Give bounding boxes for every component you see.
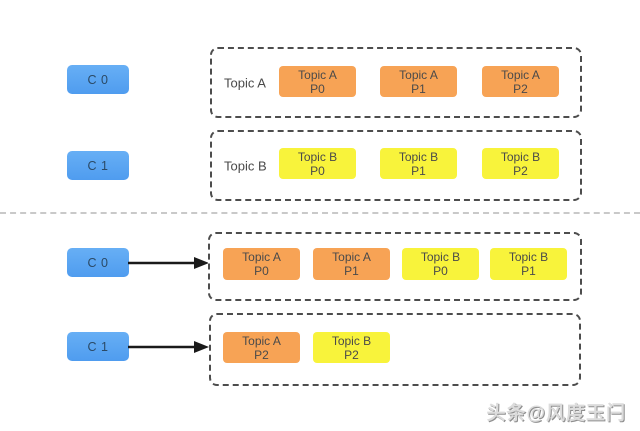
partition-topic-a-p0-assigned: Topic A P0 [223, 248, 300, 280]
partition-title: Topic A [242, 250, 281, 264]
partition-title: Topic A [501, 67, 540, 82]
partition-sub: P0 [254, 264, 269, 278]
partition-title: Topic B [420, 250, 461, 264]
arrow-c1-assignment-icon [128, 341, 209, 353]
partition-title: Topic A [298, 67, 337, 82]
topic-b-group-box: Topic B Topic B P0 Topic B P1 Topic B P2 [210, 130, 582, 201]
partition-topic-b-p2: Topic B P2 [482, 148, 559, 179]
partition-sub: P2 [513, 81, 528, 96]
partition-topic-a-p1-assigned: Topic A P1 [313, 248, 390, 280]
partition-topic-b-p1: Topic B P1 [380, 148, 457, 179]
partition-title: Topic B [297, 149, 338, 164]
partition-sub: P1 [411, 81, 426, 96]
topic-a-group-box: Topic A Topic A P0 Topic A P1 Topic A P2 [210, 47, 582, 118]
c1-assignment-box: Topic A P2 Topic B P2 [209, 313, 581, 386]
partition-sub: P0 [310, 81, 325, 96]
partition-sub: P2 [513, 163, 528, 178]
partition-topic-a-p2: Topic A P2 [482, 66, 559, 97]
topic-b-group-label: Topic B [224, 158, 267, 173]
partition-topic-b-p0: Topic B P0 [279, 148, 356, 179]
partition-title: Topic B [398, 149, 439, 164]
partition-sub: P1 [411, 163, 426, 178]
partition-topic-a-p2-assigned: Topic A P2 [223, 332, 300, 363]
partition-title: Topic A [242, 333, 281, 348]
partition-sub: P1 [344, 264, 359, 278]
consumer-c1-after: C 1 [67, 332, 129, 361]
partition-topic-b-p1-assigned: Topic B P1 [490, 248, 567, 280]
partition-topic-a-p0: Topic A P0 [279, 66, 356, 97]
consumer-c0-before: C 0 [67, 65, 129, 94]
partition-sub: P1 [521, 264, 536, 278]
partition-sub: P2 [344, 347, 359, 362]
partition-topic-b-p2-assigned: Topic B P2 [313, 332, 390, 363]
partition-sub: P2 [254, 347, 269, 362]
consumer-c1-before: C 1 [67, 151, 129, 180]
partition-title: Topic B [508, 250, 549, 264]
partition-title: Topic A [332, 250, 371, 264]
watermark-text: 头条@风度玉闩 [486, 403, 626, 424]
section-divider [0, 212, 640, 214]
partition-title: Topic B [500, 149, 541, 164]
partition-topic-a-p1: Topic A P1 [380, 66, 457, 97]
topic-a-group-label: Topic A [224, 75, 266, 90]
partition-title: Topic B [331, 333, 372, 348]
partition-title: Topic A [399, 67, 438, 82]
partition-topic-b-p0-assigned: Topic B P0 [402, 248, 479, 280]
c0-assignment-box: Topic A P0 Topic A P1 Topic B P0 Topic B… [208, 232, 582, 301]
arrow-c0-assignment-icon [128, 257, 209, 269]
partition-sub: P0 [310, 163, 325, 178]
partition-sub: P0 [433, 264, 448, 278]
consumer-c0-after: C 0 [67, 248, 129, 277]
